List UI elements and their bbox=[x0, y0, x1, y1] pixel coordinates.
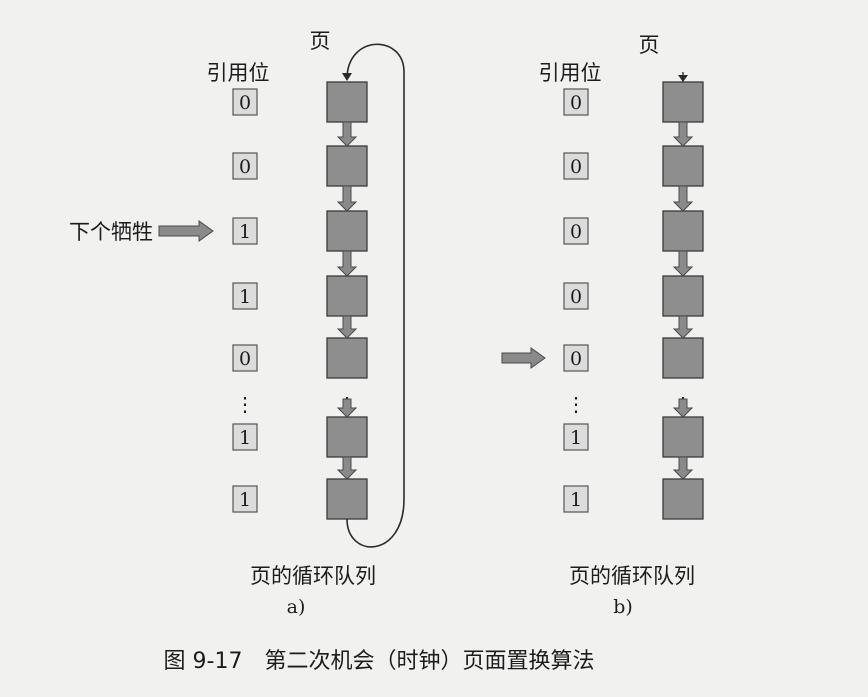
victim-pointer-arrow-b bbox=[501, 347, 546, 369]
page-link-arrow-a bbox=[336, 398, 358, 418]
page-frame-a bbox=[326, 81, 368, 123]
reference-bit-box-b bbox=[563, 485, 589, 513]
page-header-a: 页 bbox=[310, 29, 331, 53]
reference-bit-box-a bbox=[232, 88, 258, 116]
reference-bit-box-b bbox=[563, 423, 589, 451]
page-frame-b bbox=[662, 145, 704, 187]
reference-bit-box-a bbox=[232, 344, 258, 372]
reference-bit-value-a: 1 bbox=[239, 221, 251, 243]
panel-sublabel-a: a) bbox=[287, 596, 306, 618]
next-victim-label-a: 下个牺牲 bbox=[69, 220, 153, 244]
reference-bit-value-b: 0 bbox=[570, 92, 582, 114]
page-link-arrow-b bbox=[672, 456, 694, 480]
victim-pointer-arrow-a bbox=[158, 220, 214, 242]
reference-bit-value-b: 1 bbox=[570, 489, 582, 511]
reference-bit-value-a: 0 bbox=[239, 156, 251, 178]
page-frame-a bbox=[326, 337, 368, 379]
reference-bit-value-a: 1 bbox=[239, 286, 251, 308]
reference-bit-value-b: 1 bbox=[570, 427, 582, 449]
reference-bit-value-b: 0 bbox=[570, 221, 582, 243]
bit-ellipsis-a: ⋮ bbox=[235, 392, 255, 416]
reference-bit-value-a: 1 bbox=[239, 427, 251, 449]
panel-sublabel-b: b) bbox=[613, 596, 633, 618]
page-link-arrow-a bbox=[336, 250, 358, 277]
page-link-arrow-a bbox=[336, 185, 358, 212]
page-link-arrow-b bbox=[672, 121, 694, 147]
reference-bit-box-a bbox=[232, 485, 258, 513]
reference-bit-value-b: 0 bbox=[570, 348, 582, 370]
page-frame-b bbox=[662, 81, 704, 123]
page-link-arrow-b bbox=[672, 185, 694, 212]
reference-bit-box-b bbox=[563, 217, 589, 245]
bit-ellipsis-b: ⋮ bbox=[566, 392, 586, 416]
page-frame-a bbox=[326, 416, 368, 458]
page-frame-a bbox=[326, 210, 368, 252]
page-frame-b bbox=[662, 275, 704, 317]
page-frame-a bbox=[326, 145, 368, 187]
page-frame-a bbox=[326, 478, 368, 520]
reference-bit-box-b bbox=[563, 344, 589, 372]
reference-bits-header-a: 引用位 bbox=[207, 61, 270, 85]
reference-bit-value-a: 0 bbox=[239, 92, 251, 114]
reference-bit-value-a: 0 bbox=[239, 348, 251, 370]
reference-bit-value-b: 0 bbox=[570, 286, 582, 308]
page-frame-b bbox=[662, 478, 704, 520]
reference-bit-box-a bbox=[232, 423, 258, 451]
reference-bit-box-b bbox=[563, 88, 589, 116]
reference-bit-box-a bbox=[232, 282, 258, 310]
page-link-arrow-a bbox=[336, 315, 358, 339]
page-frame-b bbox=[662, 337, 704, 379]
circular-queue-label-a: 页的循环队列 bbox=[250, 564, 376, 588]
reference-bit-box-b bbox=[563, 152, 589, 180]
page-frame-a bbox=[326, 275, 368, 317]
figure-caption: 图 9-17 第二次机会（时钟）页面置换算法 bbox=[164, 649, 595, 674]
reference-bit-box-a bbox=[232, 217, 258, 245]
reference-bit-box-b bbox=[563, 282, 589, 310]
page-link-arrow-b bbox=[672, 398, 694, 418]
page-header-b: 页 bbox=[639, 33, 660, 57]
reference-bits-header-b: 引用位 bbox=[539, 61, 602, 85]
page-link-arrow-b bbox=[672, 250, 694, 277]
reference-bit-value-a: 1 bbox=[239, 489, 251, 511]
page-frame-b bbox=[662, 416, 704, 458]
page-link-arrow-a bbox=[336, 121, 358, 147]
page-link-arrow-b bbox=[672, 315, 694, 339]
reference-bit-value-b: 0 bbox=[570, 156, 582, 178]
page-link-arrow-a bbox=[336, 456, 358, 480]
circular-queue-label-b: 页的循环队列 bbox=[569, 564, 695, 588]
page-frame-b bbox=[662, 210, 704, 252]
circular-return-line-a bbox=[342, 43, 405, 548]
reference-bit-box-a bbox=[232, 152, 258, 180]
